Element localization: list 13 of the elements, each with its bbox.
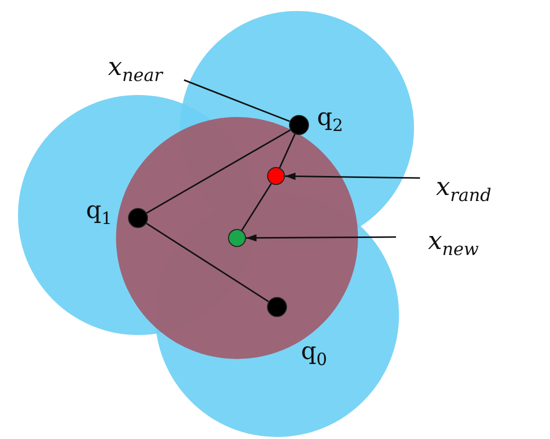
point-name: q$_{1}$ [86,196,112,230]
point-name: q$_{2}$ [317,103,344,137]
leader-line [184,79,290,122]
leader-arrow [284,172,420,180]
tree-edge [146,129,291,214]
point-label: x$_{rand}$ [436,172,492,211]
point-label: x$_{new}$ [428,226,479,265]
leader-arrow [246,234,396,242]
point-label: x$_{near}$ [108,52,163,91]
tree-edge [279,134,296,168]
tree-edge [146,222,269,302]
point-name: q$_{0}$ [301,337,328,371]
tree-edge [241,183,272,231]
